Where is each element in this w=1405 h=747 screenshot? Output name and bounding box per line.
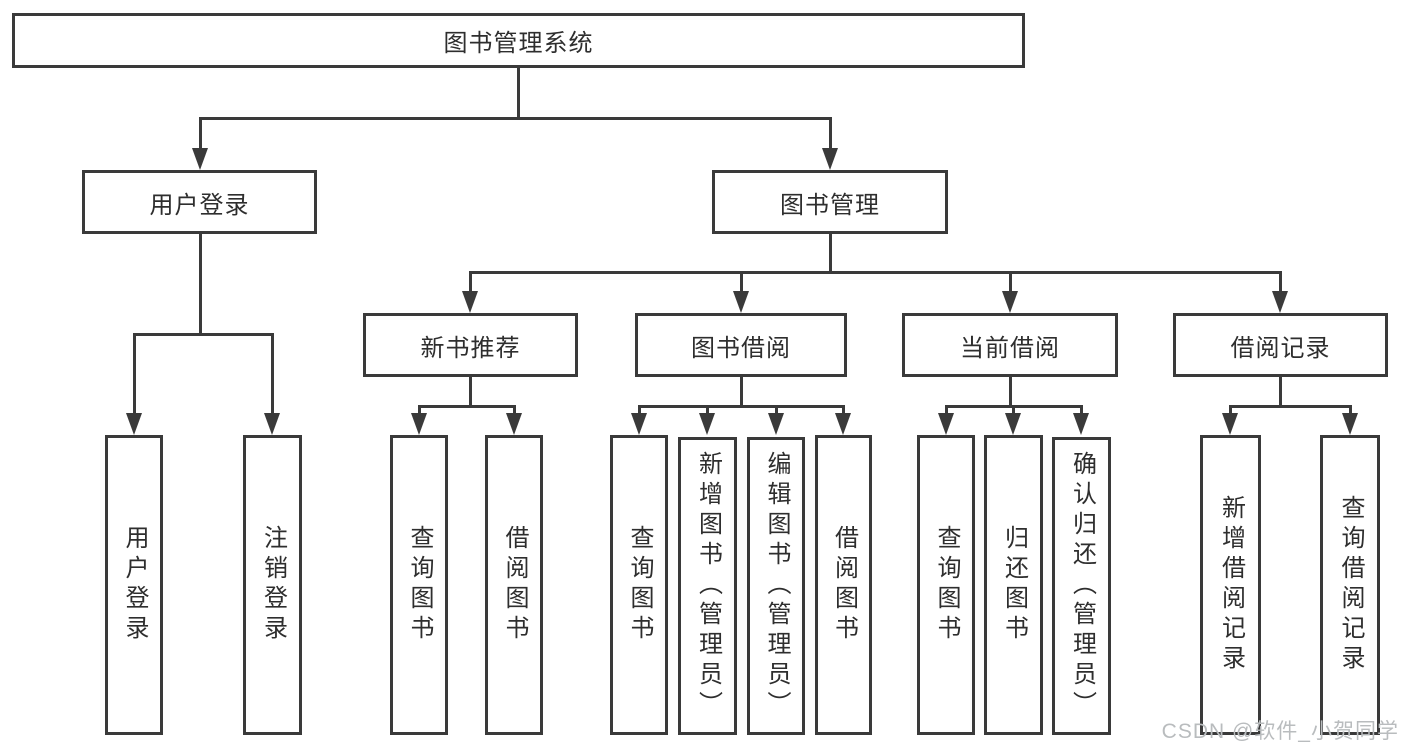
leaf-label: 借阅图书 [501,525,528,645]
connector-line [1011,405,1015,415]
leaf-user-login: 用户登录 [105,435,163,735]
arrowhead-down-icon [506,413,522,435]
leaf-query-books-current: 查询图书 [917,435,975,735]
leaf-edit-books-admin: 编辑图书（管理员） [747,437,805,735]
arrowhead-down-icon [733,291,749,313]
connector-line [198,117,202,150]
arrowhead-down-icon [822,148,838,170]
leaf-query-borrow-record: 查询借阅记录 [1320,435,1380,735]
leaf-return-books: 归还图书 [984,435,1043,735]
node-library-system-label: 图书管理系统 [443,30,594,57]
node-current-borrow-label: 当前借阅 [960,334,1060,362]
connector-line [468,377,472,407]
leaf-logout-label: 注销登录 [259,525,287,645]
arrowhead-down-icon [938,413,954,435]
connector-line [1278,377,1282,407]
connector-line [417,405,516,408]
leaf-label: 查询图书 [933,525,960,645]
connector-line [1228,405,1352,408]
leaf-add-borrow-record: 新增借阅记录 [1200,435,1261,735]
leaf-label: 新增借阅记录 [1217,495,1245,675]
connector-line [739,271,743,293]
arrowhead-down-icon [631,413,647,435]
arrowhead-down-icon [1073,413,1089,435]
connector-line [1008,271,1012,293]
connector-line [774,405,778,415]
leaf-label: 查询图书 [406,525,433,645]
connector-line [468,271,1282,274]
arrowhead-down-icon [126,413,142,435]
connector-line [739,377,743,407]
leaf-add-books-admin: 新增图书（管理员） [678,437,737,735]
arrowhead-down-icon [699,413,715,435]
leaf-label: 新增图书（管理员） [694,451,722,721]
connector-line [1278,271,1282,293]
arrowhead-down-icon [462,291,478,313]
connector-line [1008,377,1012,407]
node-new-book-recommend: 新书推荐 [363,313,578,377]
arrowhead-down-icon [1002,291,1018,313]
connector-line [1228,405,1232,415]
connector-line [1079,405,1083,415]
arrowhead-down-icon [192,148,208,170]
leaf-confirm-return-admin: 确认归还（管理员） [1052,437,1111,735]
leaf-query-books-borrow: 查询图书 [610,435,668,735]
node-book-borrow-label: 图书借阅 [691,334,791,362]
leaf-borrow-books-recommend: 借阅图书 [485,435,543,735]
leaf-label: 确认归还（管理员） [1068,451,1096,721]
connector-line [132,333,274,336]
connector-line [828,234,832,273]
node-user-login: 用户登录 [82,170,317,234]
connector-line [468,271,472,293]
leaf-label: 归还图书 [1000,525,1028,645]
connector-line [637,405,641,415]
node-user-login-label: 用户登录 [149,191,250,219]
leaf-label: 查询借阅记录 [1337,495,1364,675]
leaf-label: 查询图书 [626,525,653,645]
connector-line [517,68,520,118]
node-book-management: 图书管理 [712,170,948,234]
connector-line [417,405,421,415]
node-borrow-records-label: 借阅记录 [1230,334,1331,362]
connector-line [828,117,832,150]
node-current-borrow: 当前借阅 [902,313,1118,377]
connector-line [705,405,709,415]
arrowhead-down-icon [1272,291,1288,313]
connector-line [637,405,845,408]
connector-line [1348,405,1352,415]
connector-line [841,405,845,415]
connector-line [198,117,832,120]
leaf-query-books-recommend: 查询图书 [390,435,448,735]
node-library-system: 图书管理系统 [12,13,1025,68]
leaf-user-login-label: 用户登录 [121,525,148,645]
connector-line [270,333,274,415]
connector-line [132,333,136,415]
arrowhead-down-icon [1222,413,1238,435]
arrowhead-down-icon [411,413,427,435]
arrowhead-down-icon [264,413,280,435]
arrowhead-down-icon [1005,413,1021,435]
arrowhead-down-icon [768,413,784,435]
node-new-book-recommend-label: 新书推荐 [420,334,521,362]
connector-line [944,405,948,415]
leaf-borrow-books: 借阅图书 [815,435,872,735]
node-borrow-records: 借阅记录 [1173,313,1388,377]
arrowhead-down-icon [1342,413,1358,435]
leaf-label: 借阅图书 [830,525,858,645]
node-book-management-label: 图书管理 [780,191,880,219]
leaf-label: 编辑图书（管理员） [763,451,790,721]
connector-line [198,234,202,335]
connector-line [512,405,516,415]
csdn-watermark: CSDN @软件_小贺同学 [1161,720,1399,743]
node-book-borrow: 图书借阅 [635,313,847,377]
arrowhead-down-icon [835,413,851,435]
leaf-logout: 注销登录 [243,435,302,735]
